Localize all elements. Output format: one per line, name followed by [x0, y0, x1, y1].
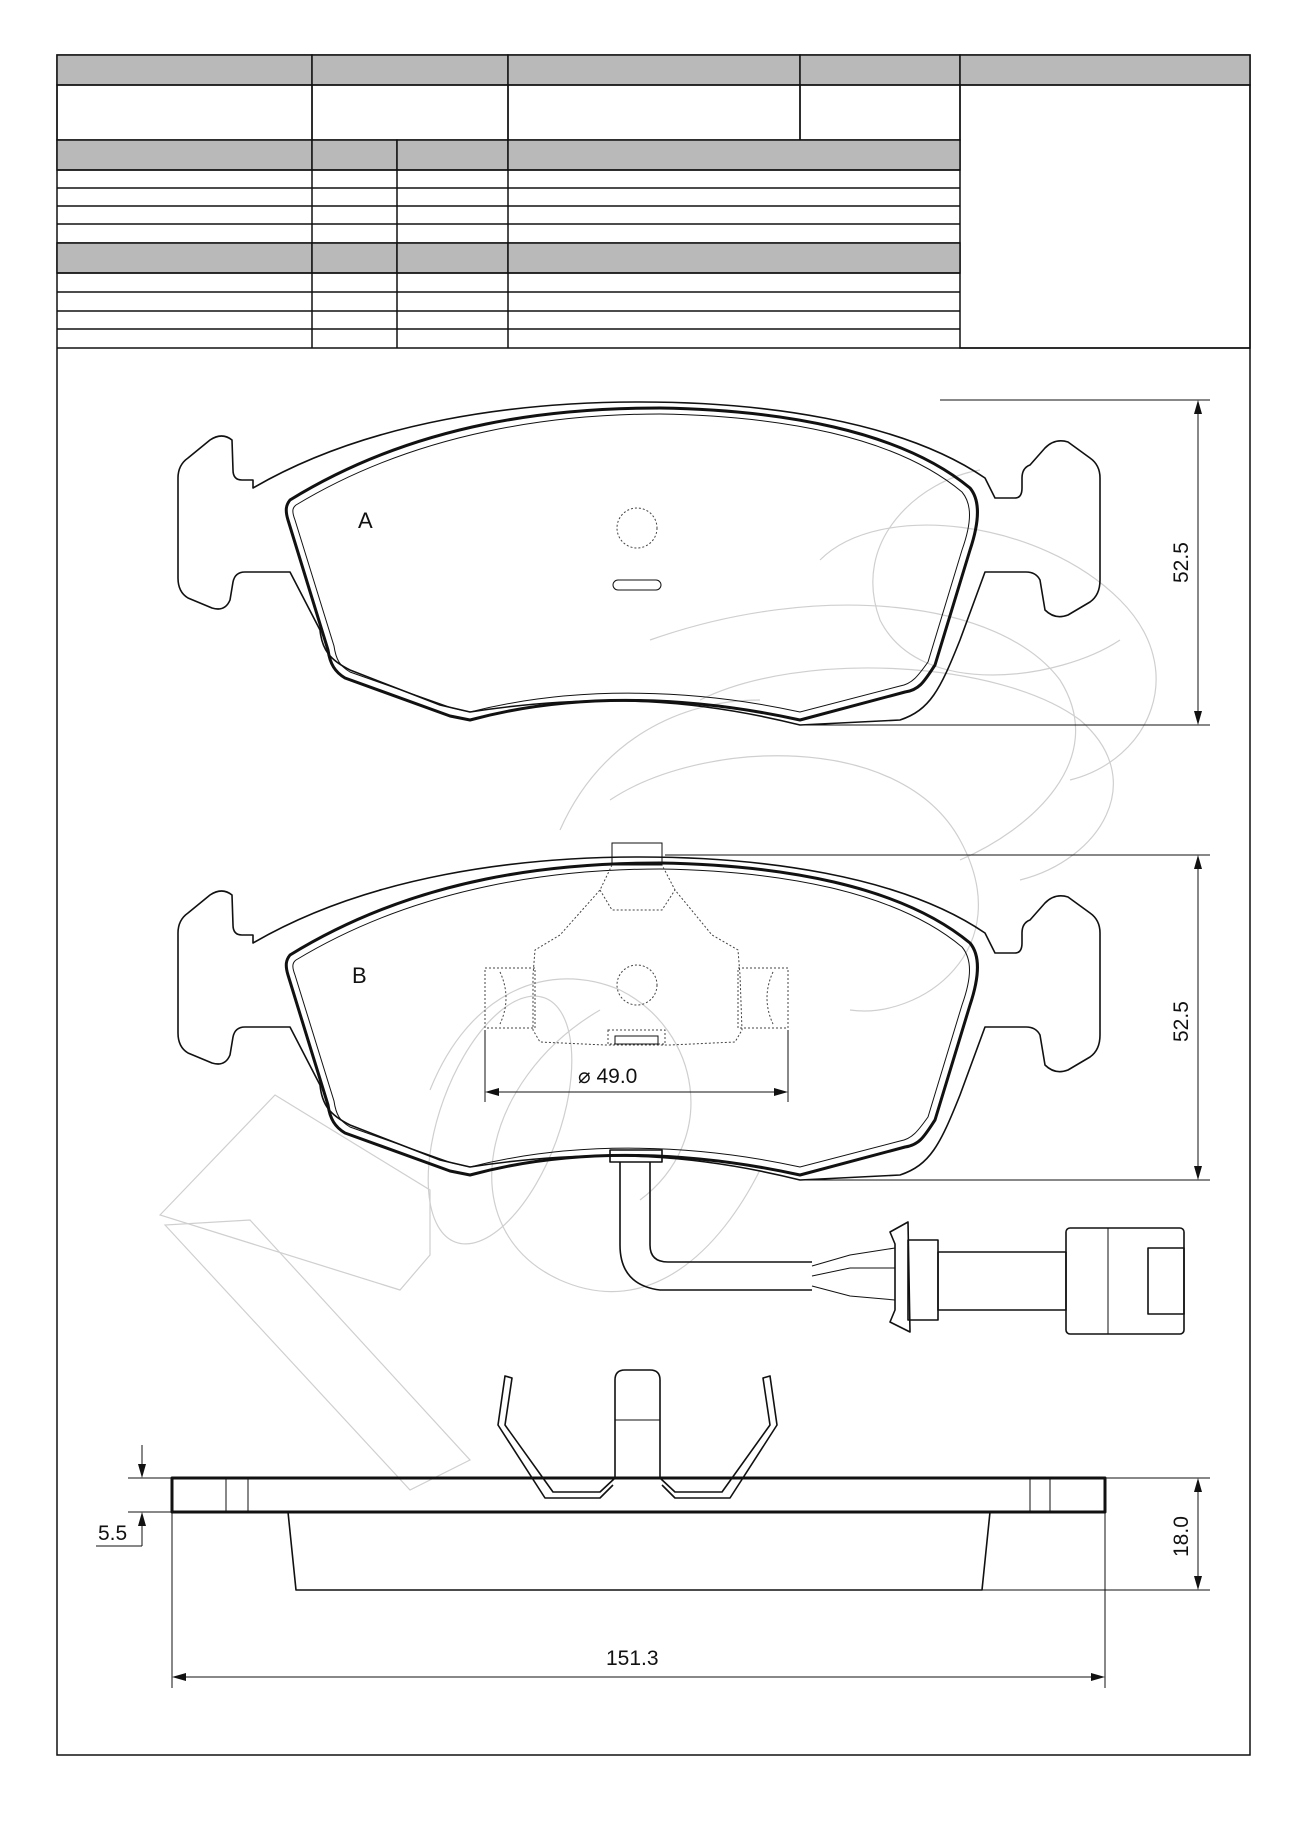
header-cell — [311, 54, 509, 86]
view-a-slot — [612, 579, 662, 591]
view-b-pad: B — [177, 842, 1101, 1181]
view-b-friction-material — [284, 861, 979, 1177]
side-view-thickness-value: 18.0 — [1170, 1516, 1193, 1557]
side-view-friction-block — [287, 1511, 991, 1591]
view-b-backplate — [177, 856, 1101, 1181]
sheet-frame — [56, 54, 1251, 1756]
view-a-label: A — [358, 508, 373, 533]
section-header-cell — [56, 242, 313, 274]
retaining-spring-icon — [497, 1369, 778, 1499]
side-view-width-dimension: 151.3 — [171, 1512, 1106, 1688]
view-b-sensor-value: ⌀ 49.0 — [578, 1065, 637, 1088]
side-view-width-value: 151.3 — [606, 1647, 659, 1670]
view-b-height-dimension: 52.5 — [665, 854, 1210, 1181]
view-b-center-hole — [616, 964, 658, 1006]
section-header-cell — [507, 242, 961, 274]
section-header-cell — [311, 242, 398, 274]
view-a-center-hole — [616, 507, 658, 549]
side-view-backplate-value: 5.5 — [98, 1522, 127, 1545]
section-header-cell — [396, 242, 509, 274]
section-header-cell — [396, 139, 509, 171]
connector-plug-icon — [889, 1221, 1185, 1335]
value-cell — [56, 84, 313, 141]
header-cell — [56, 54, 313, 86]
wear-sensor-cable-icon — [609, 1149, 896, 1301]
view-a-height-dimension: 52.5 — [800, 399, 1210, 726]
section-header-cell — [56, 139, 313, 171]
image-cell — [959, 84, 1251, 349]
value-cell — [799, 84, 961, 141]
side-view-backplate — [170, 1476, 1107, 1514]
watermark-logo-icon — [158, 469, 1157, 1491]
view-b-sensor-plate — [484, 842, 789, 1046]
section-1-rows — [57, 169, 960, 244]
header-cell — [959, 54, 1251, 86]
side-view-thickness-dimension: 18.0 — [982, 1477, 1210, 1591]
view-a-height-value: 52.5 — [1170, 542, 1193, 583]
header-cell — [799, 54, 961, 86]
view-b-height-value: 52.5 — [1170, 1001, 1193, 1042]
side-view-backplate-dimension: 5.5 — [96, 1445, 172, 1547]
header-cell — [507, 54, 801, 86]
value-cell — [507, 84, 801, 141]
view-b-label: B — [352, 963, 367, 988]
view-a-backplate — [177, 401, 1101, 726]
view-a-friction-material — [284, 406, 979, 722]
section-2-rows — [57, 272, 1250, 349]
value-cell — [311, 84, 509, 141]
side-view-retaining-spring — [497, 1369, 778, 1499]
view-b-sensor-dimension: ⌀ 49.0 — [484, 1030, 789, 1102]
section-header-cell — [507, 139, 961, 171]
title-block-table — [56, 54, 1251, 349]
section-header-cell — [311, 139, 398, 171]
view-a-pad: A — [177, 401, 1101, 726]
side-view-pad — [170, 1476, 1107, 1591]
